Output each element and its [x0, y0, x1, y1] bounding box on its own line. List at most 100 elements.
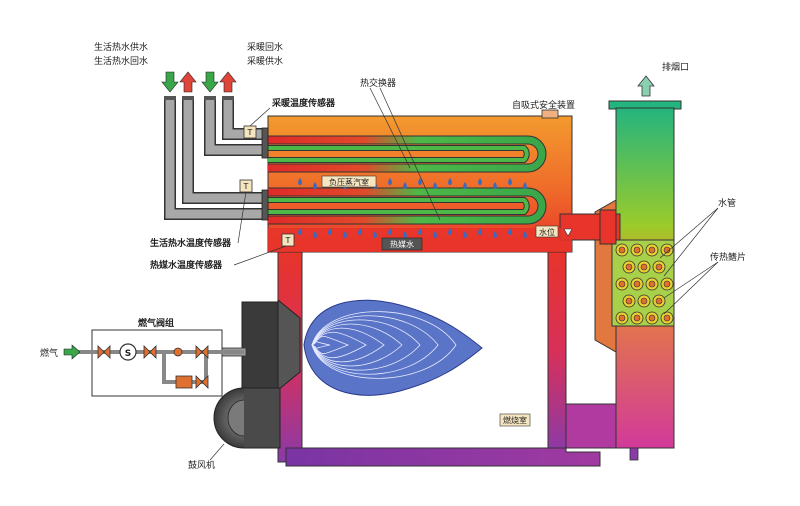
water-tube-icon	[622, 260, 636, 274]
water-tube-icon	[645, 277, 659, 291]
sensor-mark: T	[285, 236, 291, 245]
heat-medium-temp-sensor-icon	[281, 233, 295, 247]
droplet-icon	[508, 228, 512, 235]
label-water-tube: 水管	[718, 197, 736, 209]
blower	[213, 387, 281, 449]
droplet-icon	[463, 231, 467, 238]
heating-return-arrow-icon	[201, 71, 219, 93]
water-tube-icon	[630, 243, 644, 257]
burner	[221, 298, 301, 392]
water-tube-icon	[645, 243, 659, 257]
water-tube-icon	[615, 311, 629, 325]
droplet-icon	[313, 182, 317, 189]
water-tube-icon	[652, 294, 666, 308]
gas-valve-group: S	[63, 329, 244, 397]
flame-line	[311, 323, 403, 367]
label-gas: 燃气	[40, 347, 58, 359]
supply-arrow-icon	[179, 71, 197, 93]
label-heat-fins: 传热鳍片	[710, 251, 746, 263]
label-life-hot-supply: 生活热水供水	[94, 41, 148, 53]
water-level-marker-icon	[563, 228, 573, 237]
flame	[303, 299, 483, 396]
return-arrow-icon	[161, 71, 179, 93]
label-life-hot-temp-sensor: 生活热水温度传感器	[150, 237, 232, 249]
label-life-hot-return: 生活热水回水	[94, 55, 148, 67]
valve-icon	[143, 345, 157, 359]
label-gas-valve-group: 燃气阀组	[138, 317, 174, 329]
solenoid-valve-icon	[119, 343, 137, 361]
sensor-mark: T	[243, 182, 249, 191]
droplet-icon	[328, 228, 332, 235]
label-heat-exchanger: 热交换器	[360, 77, 396, 89]
label-water-level: 水位	[539, 227, 555, 237]
flame-line	[311, 319, 421, 371]
droplet-icon	[478, 228, 482, 235]
water-tube-icon	[630, 277, 644, 291]
water-tube-icon	[622, 294, 636, 308]
heating-coil	[268, 135, 547, 173]
droplet-icon	[433, 231, 437, 238]
flame-line	[311, 327, 385, 363]
droplet-icon	[448, 178, 452, 185]
label-negative-pressure-steam-chamber: 负压蒸汽室	[329, 177, 369, 187]
sensor-mark: T	[247, 128, 253, 137]
valve-icon	[97, 345, 111, 359]
water-tube-bundle	[611, 239, 675, 327]
droplet-icon	[493, 182, 497, 189]
label-heat-medium-temp-sensor: 热媒水温度传感器	[150, 259, 223, 271]
label-heating-return: 采暖回水	[247, 41, 283, 53]
valve-icon	[195, 375, 209, 389]
domestic-hot-water-coil	[268, 187, 547, 225]
pressure-gauge-icon	[173, 347, 183, 357]
droplet-icon	[313, 231, 317, 238]
droplet-icon	[373, 231, 377, 238]
droplet-icon	[418, 228, 422, 235]
droplet-icon	[478, 178, 482, 185]
labels: 生活热水供水 生活热水回水 采暖回水 采暖供水 采暖温度传感器 热交换器 自吸式…	[40, 41, 746, 471]
droplet-icon	[523, 231, 527, 238]
droplet-icon	[418, 178, 422, 185]
solenoid-valve-mark: S	[125, 349, 131, 359]
droplet-icon	[523, 182, 527, 189]
regulator-icon	[175, 375, 193, 389]
heating-supply-arrow-icon	[219, 71, 237, 93]
water-tube-icon	[615, 277, 629, 291]
label-heating-supply: 采暖供水	[247, 55, 283, 67]
droplet-icon	[403, 231, 407, 238]
exhaust-arrow-icon	[637, 75, 655, 97]
label-exhaust-outlet: 排烟口	[662, 61, 689, 73]
label-heating-temp-sensor: 采暖温度传感器	[271, 97, 336, 109]
water-tube-icon	[637, 260, 651, 274]
label-blower: 鼓风机	[188, 459, 215, 471]
droplet-icon	[298, 228, 302, 235]
droplet-icon	[388, 228, 392, 235]
label-heat-medium-water: 热媒水	[390, 239, 414, 249]
water-tube-icon	[660, 243, 674, 257]
safety-device-icon	[541, 109, 559, 119]
droplet-icon	[403, 182, 407, 189]
flow-arrows	[161, 71, 237, 93]
water-tube-icon	[660, 277, 674, 291]
water-tube-icon	[652, 260, 666, 274]
gas-inlet-arrow-icon	[63, 344, 81, 360]
water-tube-icon	[660, 311, 674, 325]
droplet-icon	[388, 178, 392, 185]
droplet-icon	[448, 228, 452, 235]
leader-lines	[233, 87, 719, 315]
label-self-priming-safety: 自吸式安全装置	[512, 99, 575, 111]
water-tube-icon	[637, 294, 651, 308]
flame-line	[311, 315, 439, 375]
droplet-icon	[508, 178, 512, 185]
flame-line	[311, 335, 350, 355]
droplet-icon	[343, 231, 347, 238]
label-combustion-chamber: 燃烧室	[503, 415, 527, 425]
droplet-icon	[493, 231, 497, 238]
water-tube-icon	[630, 311, 644, 325]
flame-line	[311, 332, 367, 358]
water-tube-icon	[645, 311, 659, 325]
flame-line	[311, 311, 457, 379]
droplet-icon	[298, 178, 302, 185]
water-tube-icon	[615, 243, 629, 257]
